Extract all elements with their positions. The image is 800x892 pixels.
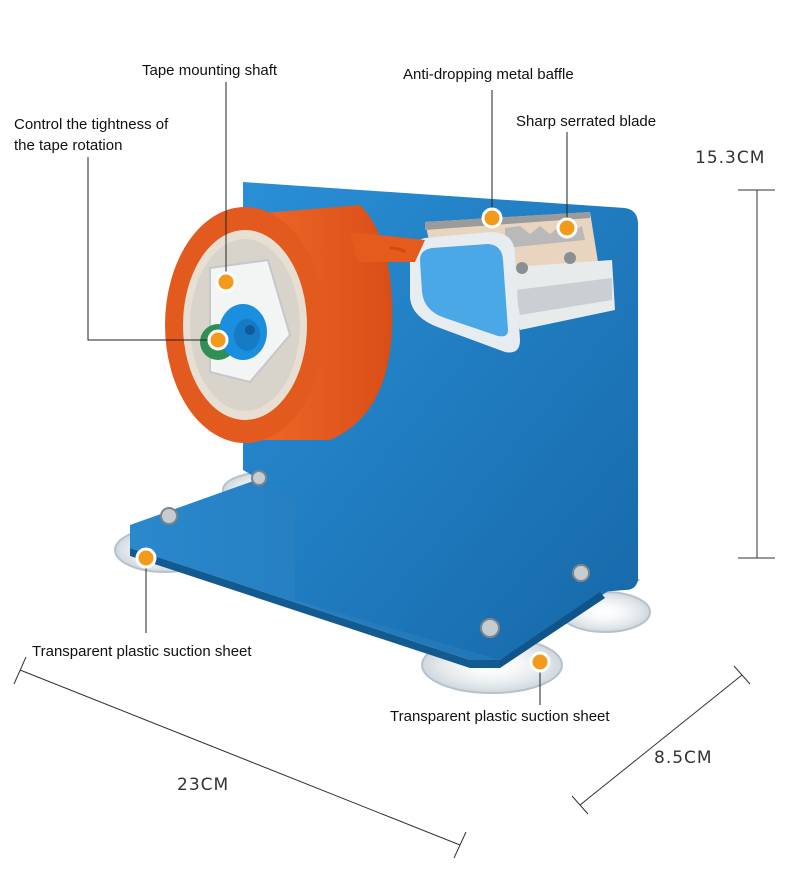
dimension-depth: 8.5CM xyxy=(654,748,713,768)
marker-tape-shaft xyxy=(215,271,237,293)
marker-blade xyxy=(556,217,578,239)
dimension-length: 23CM xyxy=(177,775,230,795)
marker-baffle xyxy=(481,207,503,229)
marker-suction-left xyxy=(135,547,157,569)
marker-tightness xyxy=(207,329,229,351)
screws xyxy=(160,470,590,638)
blade-assembly xyxy=(409,212,615,353)
callout-tightness-line2: the tape rotation xyxy=(14,137,123,154)
tightness-knob xyxy=(219,304,267,360)
callout-blade: Sharp serrated blade xyxy=(516,113,657,130)
callout-markers xyxy=(135,207,578,673)
marker-suction-right xyxy=(529,651,551,673)
callout-tape-shaft: Tape mounting shaft xyxy=(142,62,278,79)
callout-suction-right: Transparent plastic suction sheet xyxy=(390,708,610,725)
callout-lines xyxy=(87,82,568,705)
callout-tightness-line1: Control the tightness of xyxy=(14,116,169,133)
dimension-lines xyxy=(13,189,775,859)
callout-suction-left: Transparent plastic suction sheet xyxy=(32,643,252,660)
dimension-height: 15.3CM xyxy=(695,148,766,168)
callout-baffle: Anti-dropping metal baffle xyxy=(403,66,574,83)
